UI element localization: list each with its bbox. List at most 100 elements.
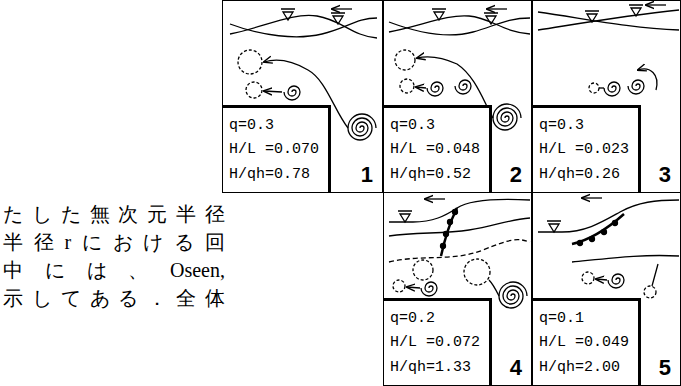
vortex-spiral [421,282,437,296]
dashed-vortex [644,286,656,298]
figure-panel: 2 q=0.3H/L =0.048H/qh=0.52 [383,0,532,193]
parameter-text: H/qh=2.00 [539,357,620,378]
panel-number: 5 [659,356,671,380]
body-text: 半径rにおける回 [3,228,225,256]
vortex-path [407,287,420,288]
water-level-mark [331,13,345,24]
parameter-text: H/qh=0.78 [229,164,310,185]
parameter-box: q=0.3H/L =0.070H/qh=0.78 [222,105,331,193]
vortex-path [596,279,607,280]
wave-surface [538,12,679,30]
dashed-vortex [246,82,262,98]
body-text: 中には、Oseen, [3,256,225,284]
water-level-mark [585,11,599,22]
panel-number: 2 [510,163,522,187]
vortex-spiral [284,86,300,100]
parameter-box: q=0.3H/L =0.023H/qh=0.26 [532,105,641,193]
wave-surface [389,218,530,236]
vortex-spiral [427,82,443,96]
water-level-mark [281,9,295,20]
wave-surface [230,15,377,38]
bubble [444,232,449,237]
figure-panel: 1 q=0.3H/L =0.070H/qh=0.78 [222,0,383,193]
water-level-mark [432,9,446,20]
direction-arrow [582,197,602,198]
vortex-spiral [499,282,527,308]
parameter-text: q=0.3 [539,115,584,136]
wave-surface [389,16,530,34]
water-level-mark [398,211,412,222]
bubble [441,244,446,249]
figure-panel: 3 q=0.3H/L =0.023H/qh=0.26 [532,0,681,193]
dashed-surface [389,240,530,262]
dashed-vortex [589,83,599,93]
parameter-text: H/qh=0.52 [390,164,471,185]
vortex-path [416,87,426,88]
parameter-text: H/L =0.048 [390,139,480,160]
vortex-path [489,280,499,296]
vortex-spiral [628,80,644,94]
vortex-path [638,69,657,90]
parameter-text: q=0.1 [539,308,584,329]
parameter-box: q=0.1H/L =0.049H/qh=2.00 [532,298,641,386]
wave-surface [389,199,530,222]
vortex-path [264,91,282,92]
bubble [448,220,453,225]
panel-4-sketch [389,199,530,308]
panel-number: 3 [659,163,671,187]
parameter-text: H/qh=1.33 [390,357,471,378]
parameter-text: H/L =0.023 [539,139,629,160]
panel-5-sketch [538,198,679,298]
parameter-text: q=0.3 [390,115,435,136]
parameter-box: q=0.3H/L =0.048H/qh=0.52 [383,105,492,193]
bubble [453,210,458,215]
bubble [578,241,583,246]
panel-3-sketch [538,5,679,96]
bubble [613,221,618,226]
dashed-vortex [393,280,405,292]
bubble [590,237,595,242]
parameter-box: q=0.2H/L =0.072H/qh=1.33 [383,298,492,386]
sketch-group [230,5,679,308]
dashed-vortex [395,50,415,70]
vortex-spiral [348,114,376,140]
figure-panel: 4 q=0.2H/L =0.072H/qh=1.33 [383,192,532,386]
figure-panel: 5 q=0.1H/L =0.049H/qh=2.00 [532,192,681,386]
vortex-spiral [493,104,521,130]
dashed-vortex [582,272,594,284]
breaking-front [441,208,457,256]
wave-surface [572,255,679,262]
parameter-text: q=0.3 [229,115,274,136]
panel-number: 4 [510,356,522,380]
dashed-vortex [413,260,433,280]
panel-number: 1 [361,163,373,187]
dashed-vortex [400,79,414,93]
vortex-spiral [608,274,624,288]
wave-surface [538,10,679,30]
direction-arrow [425,198,445,199]
water-level-mark [629,5,643,16]
body-text: 示してある．全体 [3,284,225,312]
direction-arrow [646,4,666,5]
vortex-spiral [455,80,471,94]
vortex-spiral [604,82,620,96]
dashed-vortex [464,259,490,285]
bubble [602,230,607,235]
parameter-text: H/L =0.070 [229,139,319,160]
dashed-vortex [238,50,262,74]
breaking-front [572,214,624,244]
wave-surface [389,18,530,35]
vortex-path [599,87,604,88]
parameter-text: H/qh=0.26 [539,164,620,185]
direction-arrow [332,8,352,9]
parameter-text: q=0.2 [390,308,435,329]
parameter-text: H/L =0.072 [390,332,480,353]
body-text: たした無次元半径 [3,200,225,228]
parameter-text: H/L =0.049 [539,332,629,353]
water-level-mark [547,221,561,232]
vortex-path [652,264,658,286]
direction-arrow [487,8,507,9]
water-level-mark [484,13,498,24]
wave-surface [230,18,377,37]
